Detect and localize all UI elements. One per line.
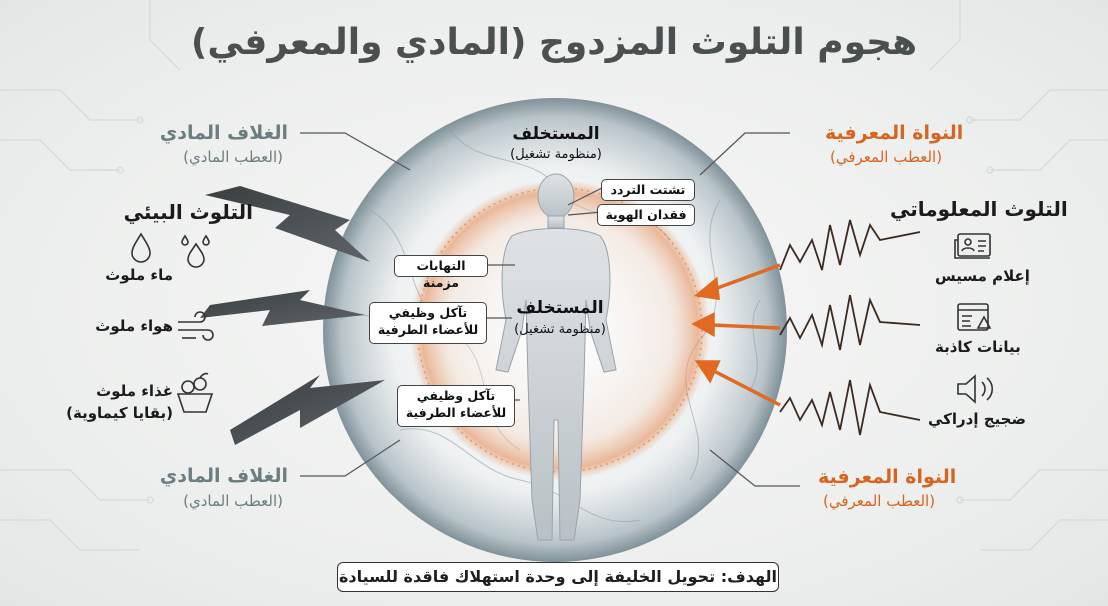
item-false-data: بيانات كاذبة	[935, 338, 1021, 356]
item-polluted-water: ماء ملوث	[105, 266, 173, 284]
food-basket-icon	[178, 374, 212, 412]
water-drops-icon	[132, 234, 209, 267]
effect-box-inflammation: التهابات مزمنة	[394, 255, 488, 277]
goal-banner: الهدف: تحويل الخليفة إلى وحدة استهلاك فا…	[337, 562, 779, 592]
center-sub-middle: (منظومة تشغيل)	[500, 322, 620, 337]
effect-box-identity: فقدان الهوية	[597, 204, 695, 226]
outer-shell-sub-top: (العطب المادي)	[183, 148, 283, 166]
core-label-bottom: النواة المعرفية	[818, 466, 956, 488]
effect-erosion-2-line2: للأعضاء الطرفية	[404, 405, 508, 422]
item-polluted-air: هواء ملوث	[95, 317, 173, 335]
effect-erosion-1-line1: تآكل وظيفي	[376, 305, 480, 322]
center-name-middle: المستخلف	[500, 298, 620, 318]
news-id-icon	[955, 234, 990, 258]
page-title: هجوم التلوث المزدوج (المادي والمعرفي)	[0, 22, 1108, 63]
information-pollution-title: التلوث المعلوماتي	[890, 197, 1068, 221]
center-sub-top: (منظومة تشغيل)	[496, 147, 616, 162]
information-attack-waves	[780, 220, 920, 435]
core-label-top: النواة المعرفية	[825, 122, 963, 144]
effect-erosion-1-line2: للأعضاء الطرفية	[376, 322, 480, 339]
center-name-top: المستخلف	[496, 124, 616, 144]
item-politicized-media: إعلام مسيس	[935, 267, 1030, 285]
effect-erosion-2-line1: تآكل وظيفي	[404, 388, 508, 405]
effect-box-hesitation: تشتت التردد	[601, 179, 695, 201]
warning-data-icon	[958, 304, 990, 330]
item-cognitive-noise: ضجيج إدراكي	[928, 410, 1026, 428]
item-polluted-food: غذاء ملوث	[96, 382, 173, 400]
core-sub-top: (العطب المعرفي)	[830, 148, 942, 166]
core-sub-bottom: (العطب المعرفي)	[823, 492, 935, 510]
effect-box-erosion-1: تآكل وظيفي للأعضاء الطرفية	[369, 302, 487, 344]
speaker-icon	[958, 376, 992, 402]
environmental-pollution-title: التلوث البيئي	[124, 200, 253, 224]
item-polluted-food-sub: (بقايا كيماوية)	[66, 404, 173, 422]
outer-shell-label-top: الغلاف المادي	[160, 122, 288, 144]
outer-shell-label-bottom: الغلاف المادي	[160, 465, 288, 487]
outer-shell-sub-bottom: (العطب المادي)	[183, 492, 283, 510]
effect-box-erosion-2: تآكل وظيفي للأعضاء الطرفية	[397, 385, 515, 427]
